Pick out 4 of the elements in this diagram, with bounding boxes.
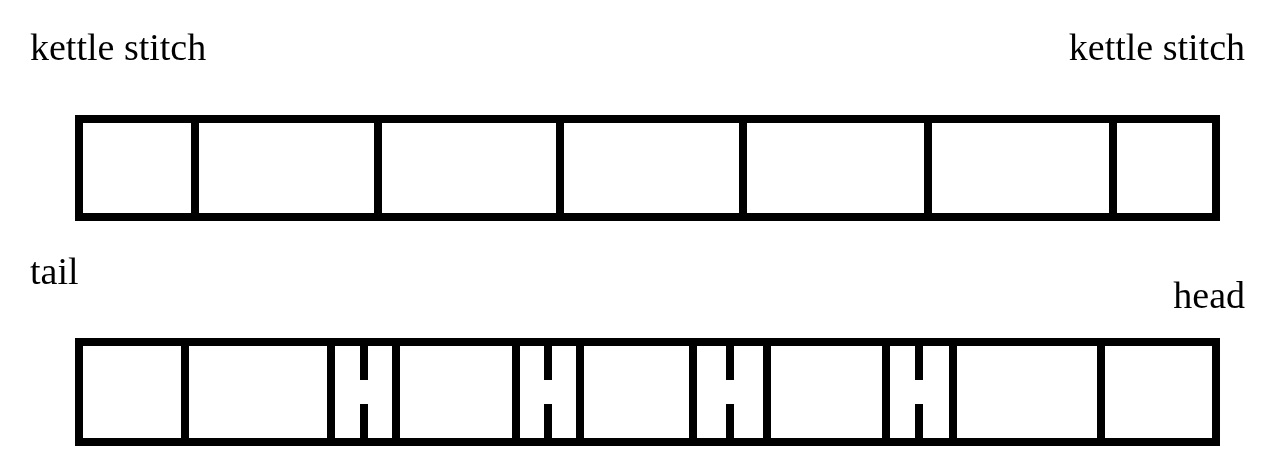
text-label: head <box>1173 276 1245 314</box>
text-label: kettle stitch <box>30 28 207 66</box>
text-label: kettle stitch <box>1068 28 1245 66</box>
text-label: tail <box>30 252 79 290</box>
